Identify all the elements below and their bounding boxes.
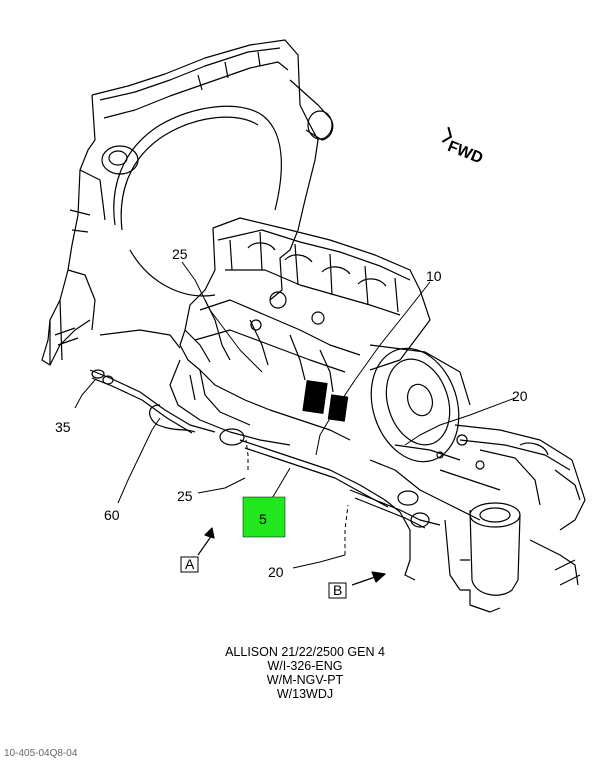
radiator-shroud [41, 39, 334, 366]
leader-lines [74, 261, 516, 569]
fwd-marker: FWD [441, 126, 485, 167]
callout-25-bottom[interactable]: 25 [177, 488, 193, 504]
svg-text:B: B [333, 582, 342, 598]
diagram-caption: ALLISON 21/22/2500 GEN 4 W/I-326-ENG W/M… [0, 645, 610, 701]
filter-canister [444, 502, 521, 613]
engine-block [179, 217, 431, 441]
view-arrows [197, 527, 386, 586]
drawing-id: 10-405-04Q8-04 [4, 748, 78, 759]
callout-5[interactable]: 5 [259, 511, 267, 527]
callout-35[interactable]: 35 [55, 419, 71, 435]
callout-20-right[interactable]: 20 [512, 388, 528, 404]
highlighted-part-box[interactable] [242, 496, 286, 538]
oil-pan [169, 359, 291, 446]
view-label-a[interactable]: A [180, 556, 199, 573]
transmission [369, 344, 586, 586]
fwd-label: FWD [445, 138, 485, 167]
view-label-b[interactable]: B [328, 582, 347, 599]
caption-line-4: W/13WDJ [276, 687, 334, 701]
caption-line-1: ALLISON 21/22/2500 GEN 4 [225, 645, 385, 659]
callout-10[interactable]: 10 [426, 268, 442, 284]
callout-25-top[interactable]: 25 [172, 246, 188, 262]
cooler-lines [89, 369, 441, 581]
caption-line-2: W/I-326-ENG [267, 659, 343, 673]
callout-20-bottom[interactable]: 20 [268, 564, 284, 580]
caption-line-3: W/M-NGV-PT [266, 673, 344, 687]
svg-text:A: A [185, 556, 195, 572]
callout-60[interactable]: 60 [104, 507, 120, 523]
